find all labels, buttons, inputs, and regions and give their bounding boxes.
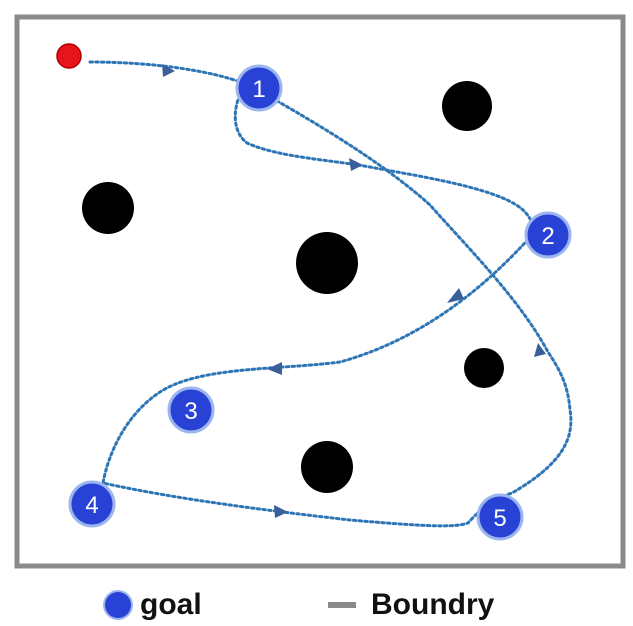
goal-5: 5	[476, 493, 524, 541]
goal-3: 3	[167, 386, 215, 434]
legend-item-goal: goal	[105, 584, 202, 626]
goal-swatch	[105, 592, 131, 618]
legend-item-boundary: Boundry	[328, 584, 494, 626]
obstacle	[442, 81, 492, 131]
legend: goal Boundry	[0, 584, 633, 626]
goal-label: 5	[493, 505, 506, 532]
arrow-marker	[447, 288, 464, 303]
start-point	[56, 43, 82, 69]
boundary-swatch	[328, 602, 356, 608]
arrow-marker	[274, 505, 288, 518]
goals: 1 2 3 4 5	[68, 64, 572, 541]
trajectory-path	[88, 60, 573, 528]
direction-arrows	[162, 64, 546, 518]
obstacle	[301, 441, 353, 493]
goal-label: 1	[252, 76, 265, 103]
goal-1: 1	[235, 64, 283, 112]
arrow-marker	[267, 362, 282, 375]
goal-circle	[524, 211, 572, 259]
goal-circle	[167, 386, 215, 434]
goal-circle	[476, 493, 524, 541]
goal-circle	[235, 64, 283, 112]
arrow-marker	[162, 64, 175, 77]
goal-circle	[68, 480, 116, 528]
goal-label: 3	[184, 398, 197, 425]
obstacle	[464, 348, 504, 388]
legend-label-boundary: Boundry	[371, 588, 495, 621]
goal-4: 4	[68, 480, 116, 528]
goal-label: 4	[85, 492, 98, 519]
obstacle	[82, 182, 134, 234]
arrow-marker	[349, 158, 363, 171]
obstacles	[82, 81, 504, 493]
goal-2: 2	[524, 211, 572, 259]
arrow-marker	[534, 343, 546, 357]
legend-label-goal: goal	[140, 588, 202, 621]
obstacle	[296, 232, 358, 294]
goal-label: 2	[541, 223, 554, 250]
